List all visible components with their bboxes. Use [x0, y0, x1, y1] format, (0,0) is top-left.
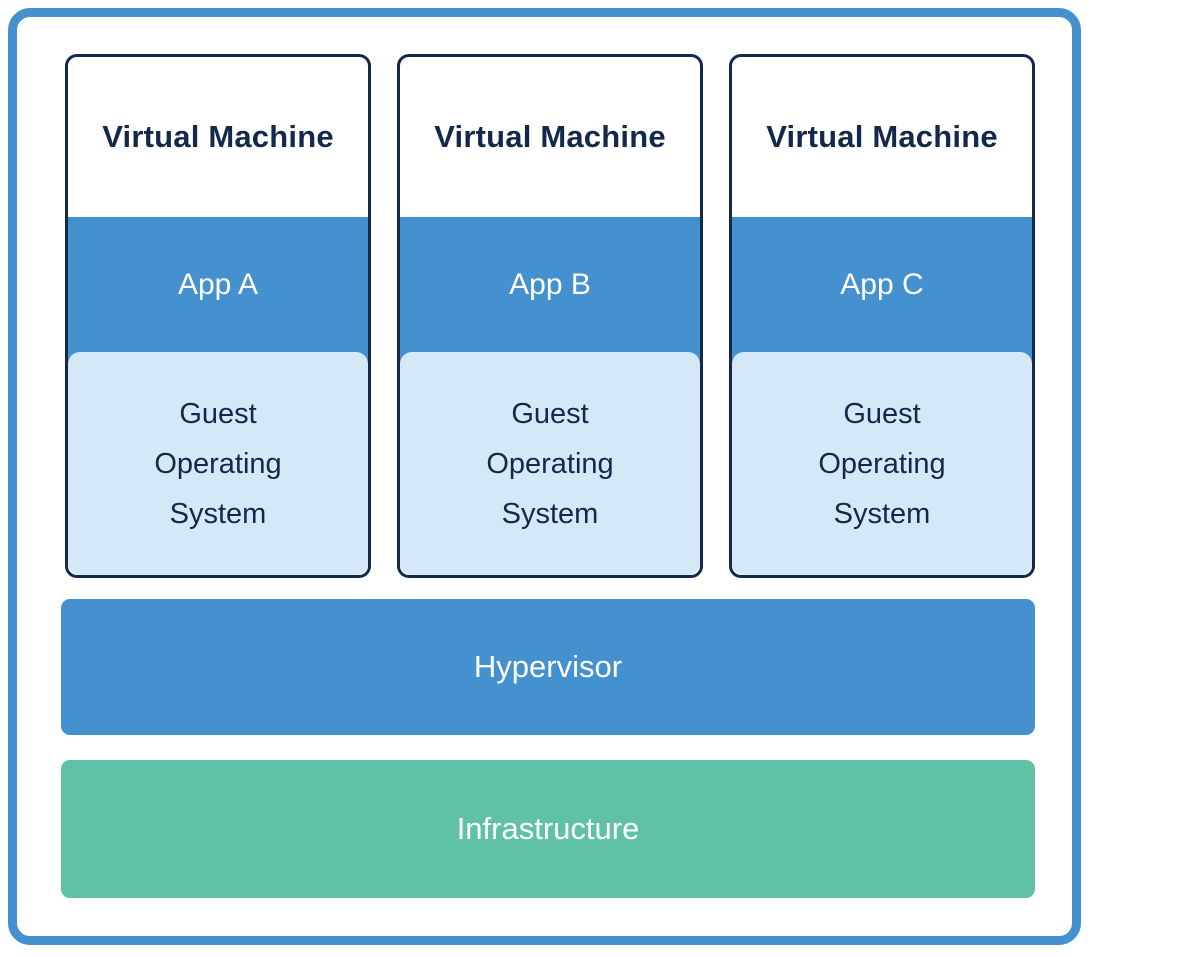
vm-3-guest-line-3: System — [833, 497, 931, 530]
virtual-machine-box-2: Virtual Machine App B Guest Operating Sy… — [397, 54, 703, 578]
hypervisor-layer: Hypervisor — [61, 599, 1035, 735]
vm-2-guest-os-section: Guest Operating System — [400, 352, 700, 575]
virtual-machine-box-3: Virtual Machine App C Guest Operating Sy… — [729, 54, 1035, 578]
vm-2-guest-line-2: Operating — [486, 447, 614, 480]
vm-2-guest-line-1: Guest — [511, 397, 589, 430]
vm-1-guest-line-2: Operating — [154, 447, 282, 480]
vm-3-title: Virtual Machine — [766, 119, 998, 154]
vm-2-title: Virtual Machine — [434, 119, 666, 154]
vm-1-guest-os-section: Guest Operating System — [68, 352, 368, 575]
diagram-outer-frame: Virtual Machine App A Guest Operating Sy… — [8, 8, 1081, 945]
vm-2-guest-line-3: System — [501, 497, 599, 530]
vm-3-guest-os-section: Guest Operating System — [732, 352, 1032, 575]
vm-1-guest-line-1: Guest — [179, 397, 257, 430]
vm-1-guest-line-3: System — [169, 497, 267, 530]
vm-2-app-band: App B — [400, 217, 700, 364]
infrastructure-layer: Infrastructure — [61, 760, 1035, 898]
vm-3-guest-line-2: Operating — [818, 447, 946, 480]
virtual-machine-box-1: Virtual Machine App A Guest Operating Sy… — [65, 54, 371, 578]
vm-3-guest-line-1: Guest — [843, 397, 921, 430]
vm-1-title: Virtual Machine — [102, 119, 334, 154]
vm-3-app-band: App C — [732, 217, 1032, 364]
vm-1-app-band: App A — [68, 217, 368, 364]
